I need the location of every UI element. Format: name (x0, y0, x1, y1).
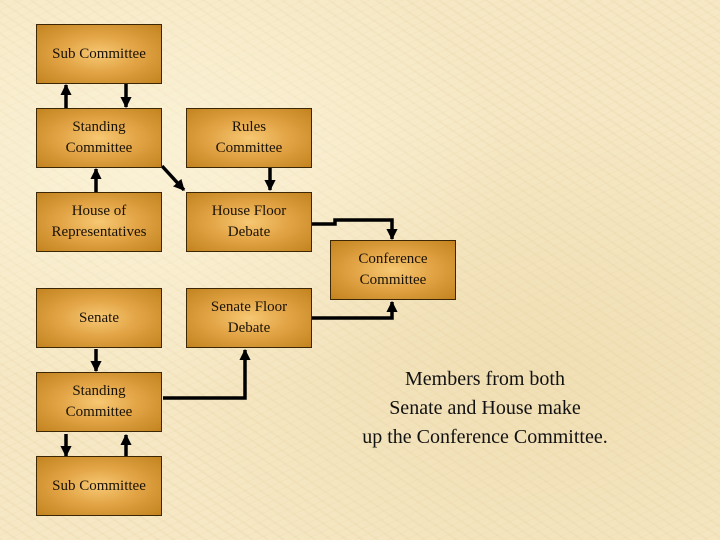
senate-sub-committee-box: Sub Committee (36, 456, 162, 516)
senate-sub-committee-label: Sub Committee (52, 477, 146, 494)
house-floor-debate-box: House Floor Debate (186, 192, 312, 252)
senate-standing-committee-label: Standing Committee (65, 383, 133, 420)
arrow-standing-to-house-floor-debate (160, 164, 186, 192)
house-sub-committee-label: Sub Committee (52, 45, 146, 62)
house-floor-debate-label: House Floor Debate (211, 203, 287, 240)
conference-committee-box: Conference Committee (330, 240, 456, 300)
house-standing-committee-label: Standing Committee (65, 119, 133, 156)
senate-box: Senate (36, 288, 162, 348)
house-standing-committee-box: Standing Committee (36, 108, 162, 168)
house-of-representatives-label: House of Representatives (51, 203, 147, 240)
house-sub-committee-box: Sub Committee (36, 24, 162, 84)
rules-committee-box: Rules Committee (186, 108, 312, 168)
house-of-representatives-box: House of Representatives (36, 192, 162, 252)
senate-label: Senate (79, 309, 119, 326)
senate-standing-committee-box: Standing Committee (36, 372, 162, 432)
arrow-senate-standing-to-senate-floor-debate (163, 348, 251, 400)
conference-committee-label: Conference Committee (358, 251, 428, 288)
arrow-house-floor-debate-to-conference (312, 218, 398, 241)
arrow-senate-floor-debate-to-conference (312, 300, 398, 320)
senate-floor-debate-box: Senate Floor Debate (186, 288, 312, 348)
senate-floor-debate-label: Senate Floor Debate (210, 299, 288, 336)
conference-committee-note: Members from both Senate and House make … (362, 368, 608, 448)
rules-committee-label: Rules Committee (215, 119, 283, 156)
